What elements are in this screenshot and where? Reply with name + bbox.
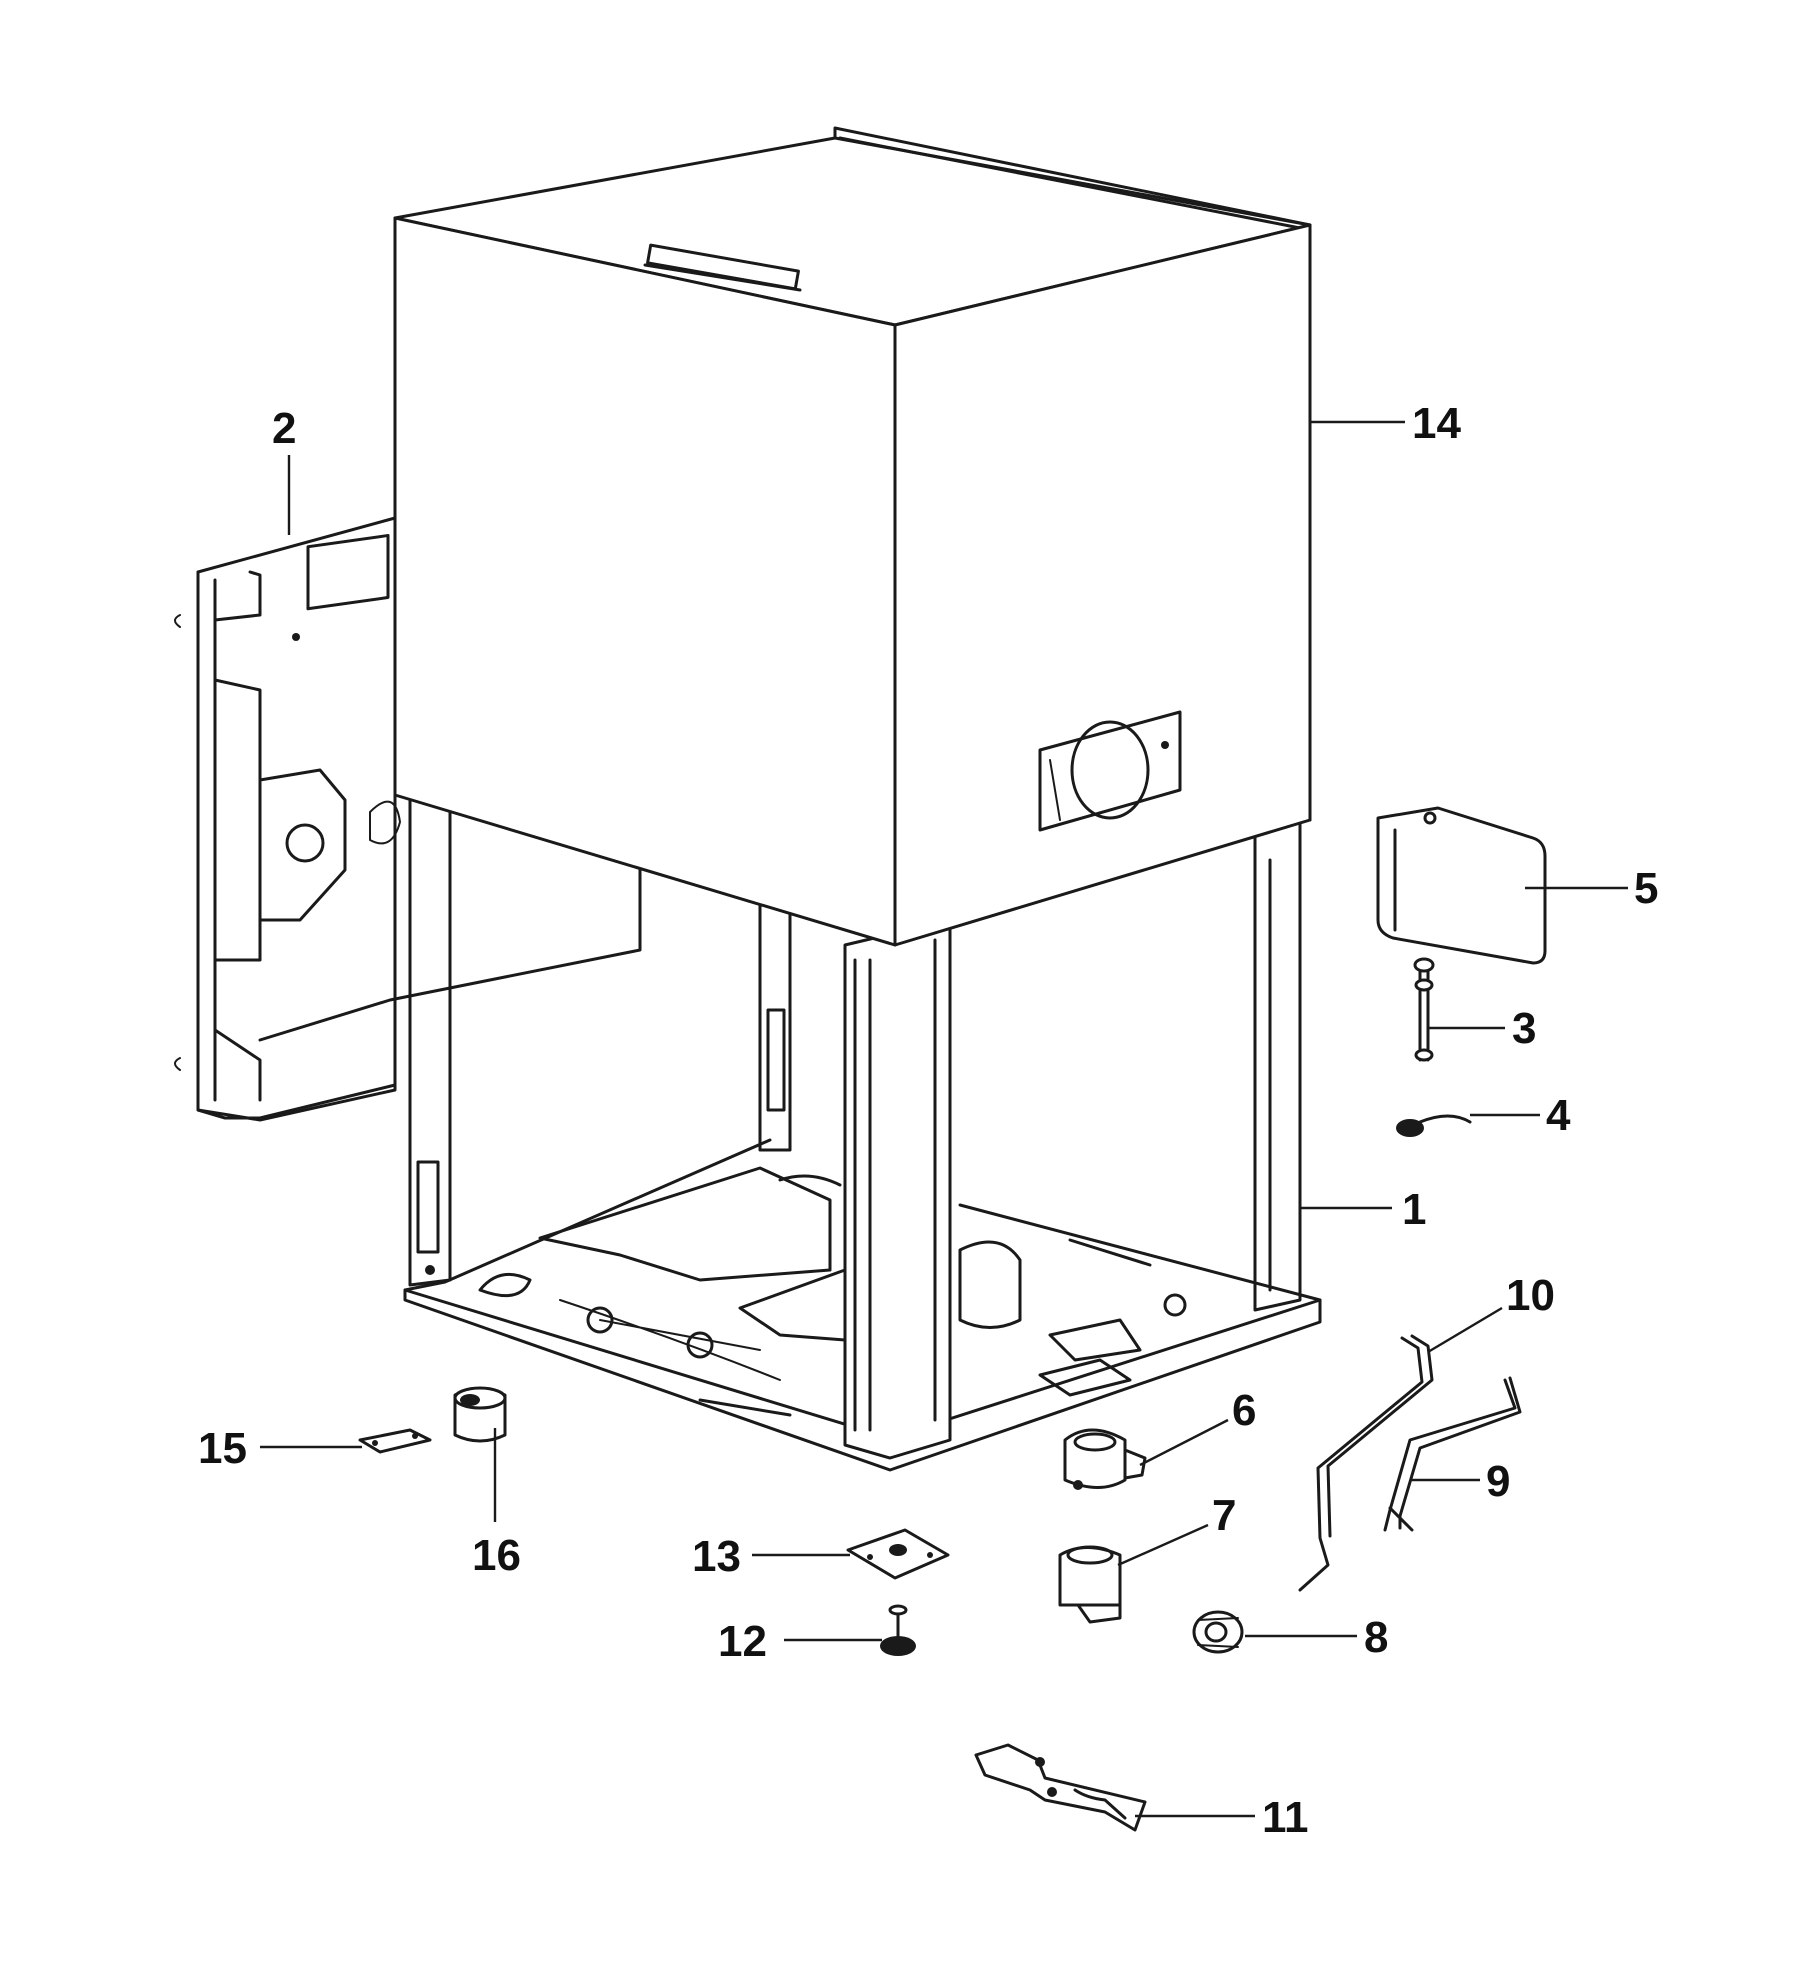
part-cabinet-wrapper (393, 126, 1312, 947)
callout-9: 9 (1486, 1457, 1510, 1506)
callout-5: 5 (1634, 864, 1658, 913)
callout-10: 10 (1506, 1271, 1555, 1320)
leader-6 (1139, 1418, 1229, 1467)
part-bracket (1383, 1376, 1522, 1532)
part-roller (453, 1386, 507, 1443)
part-bent-rod (1298, 1334, 1434, 1592)
callout-labels: 1 2 3 4 5 6 7 8 9 10 11 12 13 14 15 16 (198, 399, 1658, 1842)
part-clip (1396, 1114, 1472, 1137)
callout-7: 7 (1212, 1491, 1236, 1540)
part-strap (358, 1428, 432, 1454)
part-nut (1192, 1610, 1244, 1654)
callout-11: 11 (1262, 1793, 1309, 1842)
part-side-panel (174, 516, 642, 1122)
leader-lines (260, 420, 1628, 1818)
callout-6: 6 (1232, 1386, 1256, 1435)
callout-2: 2 (272, 404, 296, 453)
callout-1: 1 (1402, 1185, 1426, 1234)
callout-15: 15 (198, 1424, 247, 1473)
callout-12: 12 (718, 1617, 767, 1666)
callout-16: 16 (472, 1531, 521, 1580)
callout-13: 13 (692, 1532, 741, 1581)
callout-4: 4 (1546, 1091, 1571, 1140)
leader-7 (1117, 1523, 1209, 1567)
callout-3: 3 (1512, 1004, 1536, 1053)
callout-8: 8 (1364, 1613, 1388, 1662)
part-cover-plate (1376, 806, 1547, 965)
part-leveling-bracket (974, 1743, 1147, 1832)
part-bushing (1058, 1545, 1122, 1624)
part-caster-holder (1063, 1428, 1147, 1490)
part-leveling-foot (880, 1604, 916, 1656)
leader-10 (1427, 1306, 1503, 1354)
part-rod (1413, 957, 1435, 1062)
callout-14: 14 (1412, 399, 1461, 448)
part-mounting-plate (846, 1528, 950, 1580)
